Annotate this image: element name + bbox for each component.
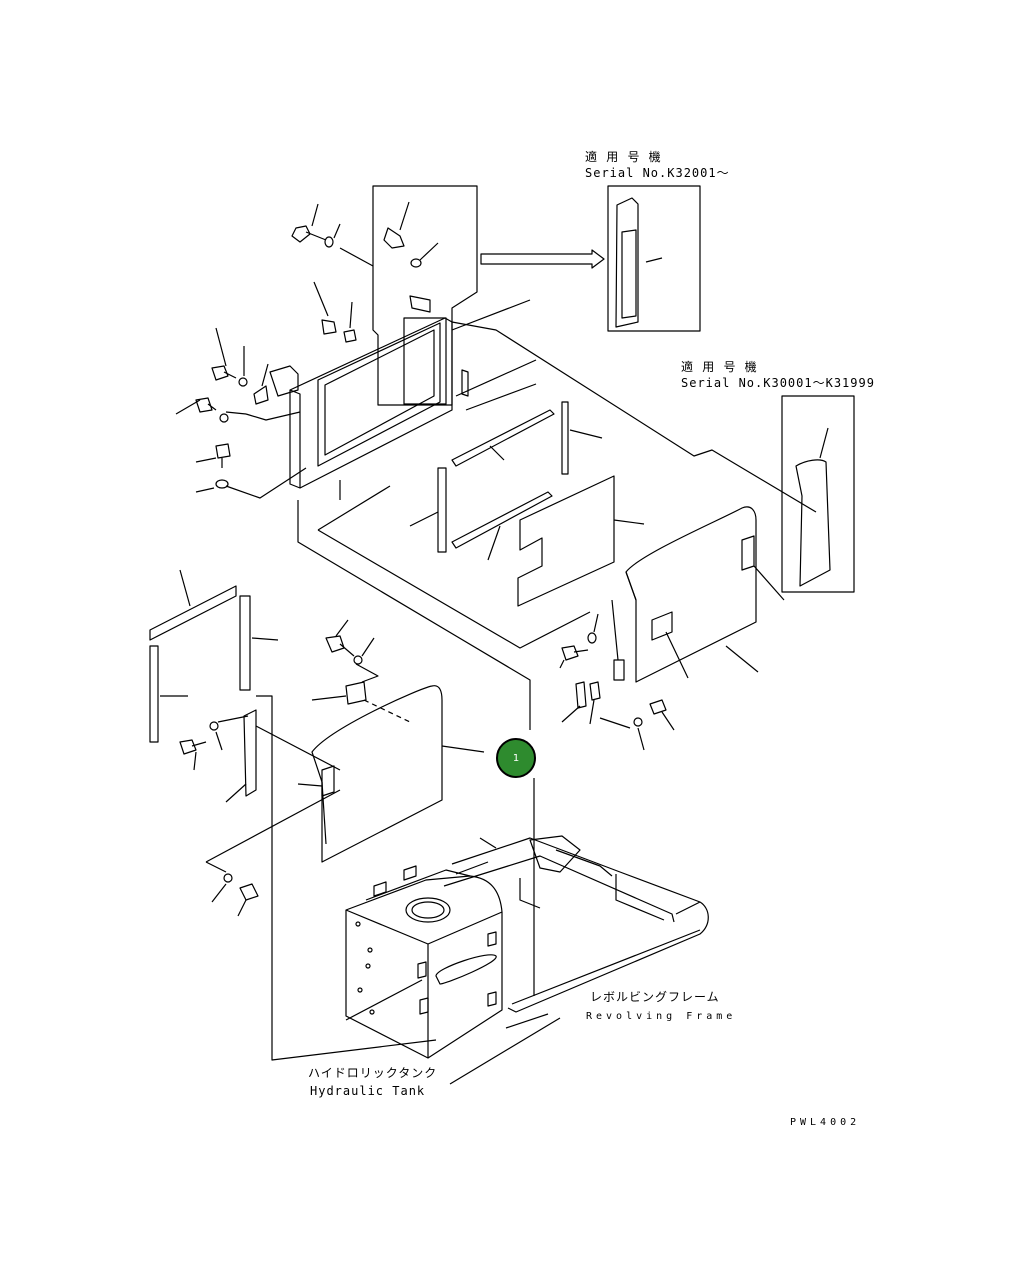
bolts-right	[559, 599, 675, 751]
revolving-frame-label-jp: レボルビングフレーム	[590, 990, 720, 1004]
hydraulic-tank-cover	[297, 619, 485, 863]
hydraulic-tank	[345, 865, 561, 1085]
serial-label-b-jp: 適 用 号 機	[681, 360, 758, 374]
serial-label-a-en: Serial No.K32001～	[585, 166, 730, 180]
arrow-to-inset	[480, 249, 605, 269]
revolving-frame-label-en: Revolving Frame	[586, 1011, 737, 1022]
serial-label-b-en: Serial No.K30001～K31999	[681, 376, 875, 390]
revolving-frame	[443, 778, 709, 1029]
left-seal-strips	[149, 569, 279, 743]
leader-lines	[245, 247, 817, 730]
inset-serial-k32001	[607, 185, 701, 332]
grille-frame	[269, 317, 453, 500]
bolts-upper-left	[175, 203, 357, 499]
hydraulic-tank-label-en: Hydraulic Tank	[310, 1084, 426, 1098]
inset-serial-k30001	[781, 395, 855, 593]
seal-strips	[409, 369, 603, 561]
serial-label-a-jp: 適 用 号 機	[585, 150, 662, 164]
side-door	[625, 506, 785, 683]
part-callout-1[interactable]: 1	[496, 738, 536, 778]
hydraulic-tank-label-jp: ハイドロリックタンク	[308, 1066, 438, 1080]
mounting-bracket	[179, 695, 437, 1061]
cover-plate	[517, 475, 645, 607]
drawing-code: PWL4002	[790, 1117, 861, 1128]
part-callout-number: 1	[512, 752, 520, 764]
